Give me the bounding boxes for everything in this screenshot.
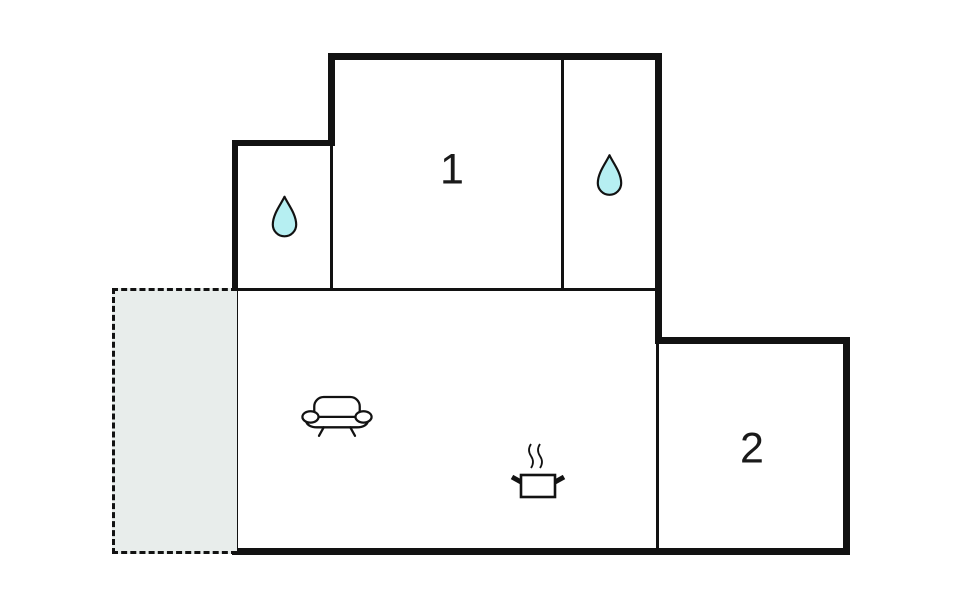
wall-right-upper xyxy=(655,53,662,344)
wall-bottom xyxy=(232,548,850,555)
wall-room2-right xyxy=(843,337,850,555)
wall-room1-top xyxy=(328,53,662,60)
partition-upper-lower xyxy=(238,288,655,291)
room-2-label: 2 xyxy=(740,424,764,473)
cooking-pot-icon xyxy=(508,441,568,501)
partition-bathleft-room1 xyxy=(330,146,333,291)
room-1-label: 1 xyxy=(440,145,464,194)
terrace-area xyxy=(112,288,237,554)
sofa-icon xyxy=(301,391,373,439)
partition-living-room2 xyxy=(656,344,659,548)
water-droplet-icon xyxy=(271,194,298,239)
wall-bath-left-top xyxy=(233,140,335,146)
wall-room1-left xyxy=(328,53,335,146)
partition-room1-bathright xyxy=(561,60,564,291)
water-droplet-icon xyxy=(596,152,623,198)
wall-room2-top xyxy=(655,337,850,344)
